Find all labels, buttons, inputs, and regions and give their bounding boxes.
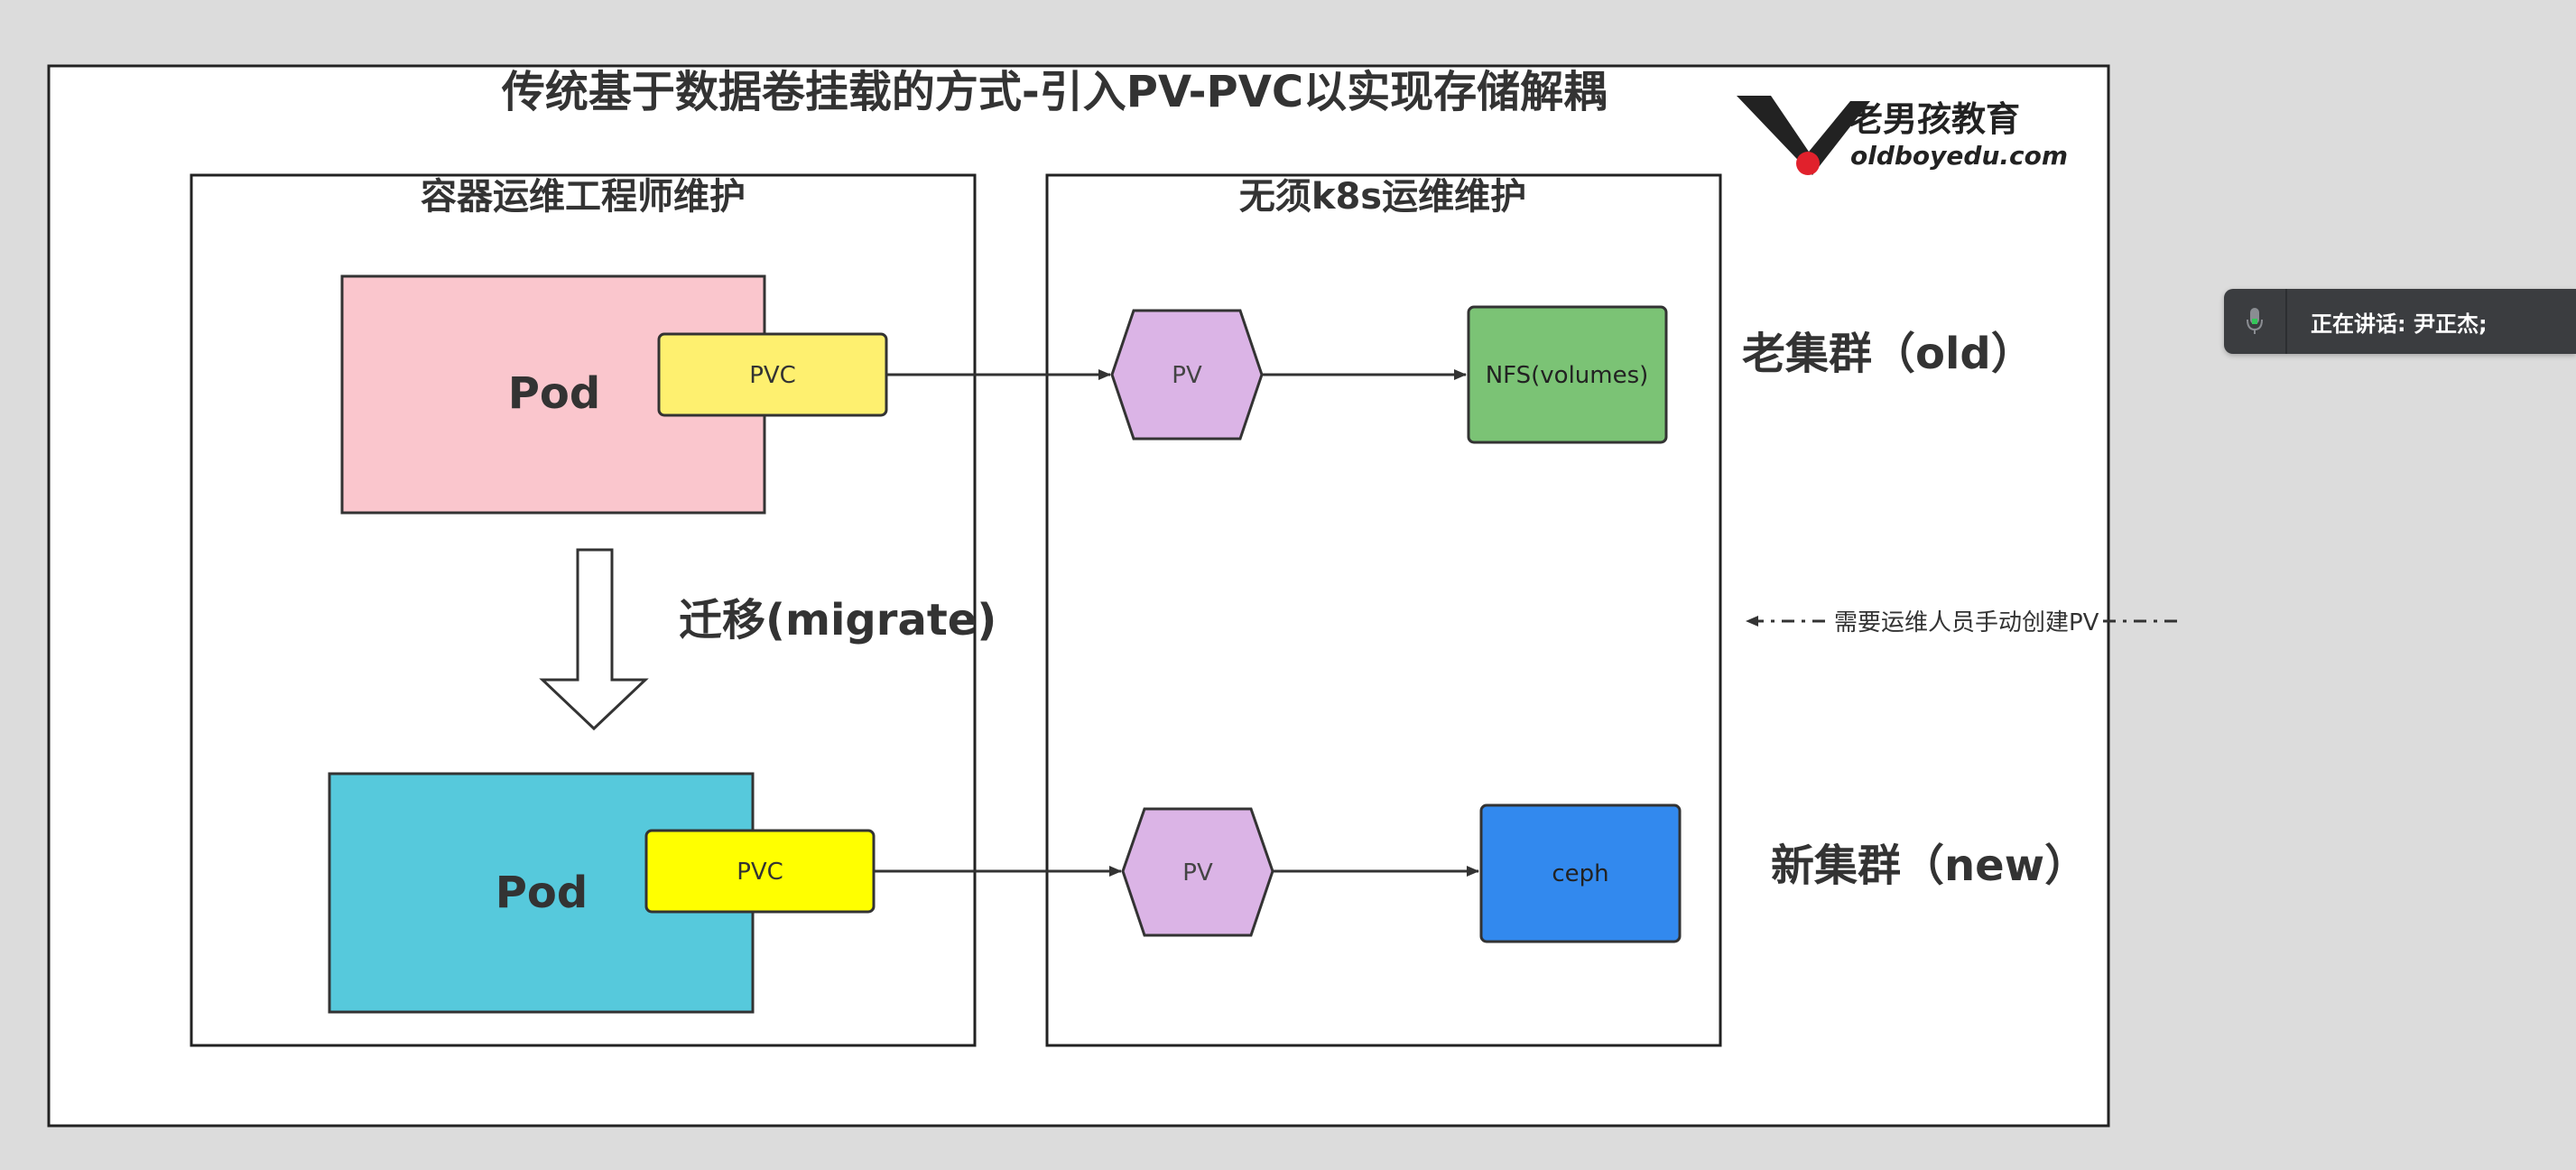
logo-text-cn: 老男孩教育 [1849,99,2020,139]
logo-red-dot [1796,152,1820,175]
pvc-new-label: PVC [737,859,783,886]
pod-old-label: Pod [508,368,601,419]
ceph-storage [1479,803,1682,943]
ceph-storage-label: ceph [1552,860,1608,887]
logo-text-en: oldboyedu.com [1850,141,2068,171]
nfs-storage-label: NFS(volumes) [1486,362,1649,389]
note-label: 需要运维人员手动创建PV [1834,609,2099,636]
speaking-indicator: 正在讲话: 尹正杰; [2224,289,2576,354]
right-panel [1045,173,1722,1047]
pv-old-label: PV [1172,362,1202,389]
left-panel [190,173,977,1047]
new-cluster-label: 新集群（new） [1771,840,2088,891]
oldboyedu-logo: 老男孩教育 oldboyedu.com [1737,96,2068,175]
right-panel-label: 无须k8s运维维护 [1239,176,1526,218]
pvc-old-label: PVC [749,362,796,389]
migrate-label: 迁移(migrate) [679,595,996,645]
old-cluster-label: 老集群（old） [1742,329,2034,379]
pv-new-label: PV [1182,859,1213,887]
nfs-storage [1467,305,1668,444]
logo-v-mark [1737,96,1870,175]
migrate-arrow-icon [539,548,649,731]
left-panel-label: 容器运维工程师维护 [421,176,746,218]
pod-new-label: Pod [496,868,588,918]
diagram-title: 传统基于数据卷挂载的方式-引入PV-PVC以实现存储解耦 [501,67,1607,117]
microphone-icon [2224,289,2287,354]
speaking-text: 正在讲话: 尹正杰; [2311,311,2488,337]
